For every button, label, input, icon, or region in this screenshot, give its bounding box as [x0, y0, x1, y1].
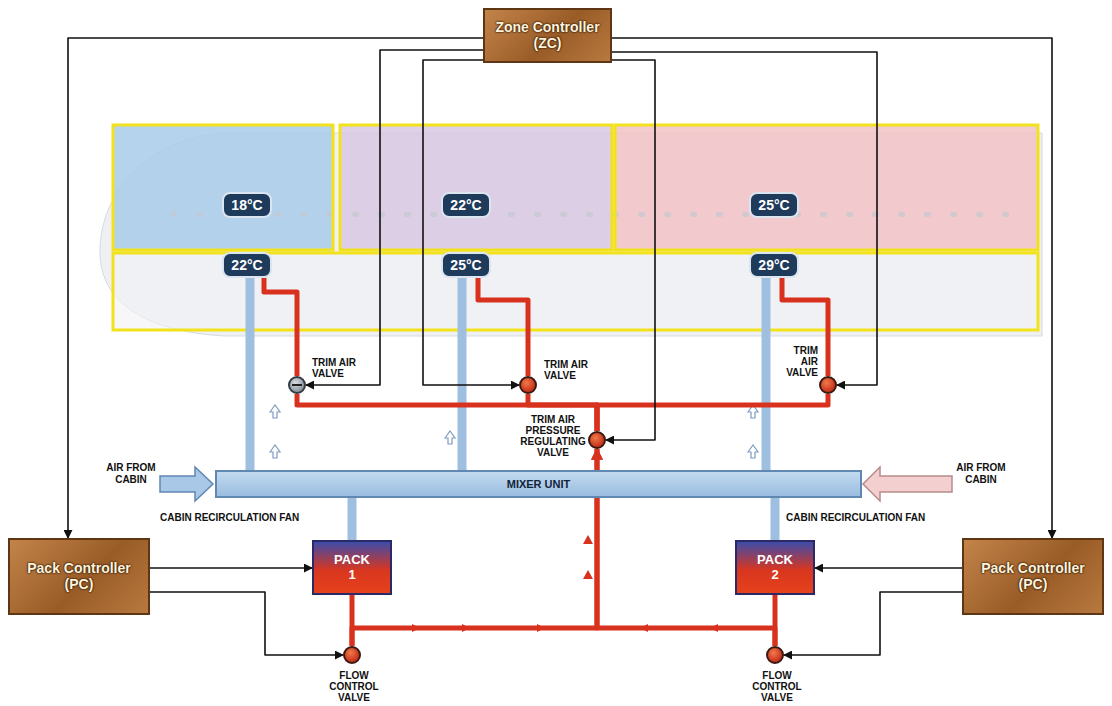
control-signal-line [612, 38, 1052, 538]
window [638, 212, 645, 217]
pack-controller: Pack Controller (PC) [8, 538, 150, 615]
window [352, 212, 359, 217]
conditioned-air-duct [771, 498, 780, 540]
window [690, 212, 697, 217]
conditioned-air-duct [348, 498, 357, 540]
window [846, 212, 853, 217]
window [742, 212, 749, 217]
duct-temperature: 25°C [441, 252, 491, 278]
node-label: 29°C [758, 257, 789, 273]
hot-air-arrow [412, 535, 718, 632]
control-signal-line [815, 567, 962, 569]
cabin-air-arrow [160, 467, 213, 501]
duct-temperature: 22°C [222, 252, 272, 278]
pack-controller: Pack Controller (PC) [962, 538, 1104, 615]
window [196, 212, 203, 217]
window [820, 212, 827, 217]
control-signal-line [612, 52, 877, 385]
valve-label: TRIM AIR PRESSURE REGULATING VALVE [520, 414, 586, 458]
flow-control-valve: FLOW CONTROL VALVE [343, 646, 361, 664]
conditioned-air-duct [458, 278, 467, 470]
window [560, 212, 567, 217]
node-label: Pack Controller (PC) [13, 561, 145, 592]
window [430, 212, 437, 217]
window [1002, 212, 1009, 217]
fan-label: CABIN RECIRCULATION FAN [160, 512, 340, 524]
node-label: 22°C [450, 197, 481, 213]
trim-air-valve: TRIM AIR VALVE [288, 376, 306, 394]
hot-air-duct [264, 278, 297, 376]
window [378, 212, 385, 217]
zone-temperature: 18°C [222, 192, 272, 218]
valve-label: FLOW CONTROL VALVE [327, 670, 381, 703]
zone-temperature: 25°C [749, 192, 799, 218]
window [300, 212, 307, 217]
node-label: 25°C [450, 257, 481, 273]
window [274, 212, 281, 217]
fan-label: CABIN RECIRCULATION FAN [786, 512, 966, 524]
zone-temperature: 22°C [441, 192, 491, 218]
control-signal-line [784, 592, 962, 655]
window [534, 212, 541, 217]
control-signal-line [606, 60, 655, 440]
pack: PACK 1 [312, 540, 392, 595]
node-label: 18°C [231, 197, 262, 213]
conditioned-air-duct [246, 278, 255, 470]
conditioned-air-duct [762, 278, 771, 470]
control-signal-line [423, 60, 519, 385]
hot-air-duct [478, 278, 528, 376]
valve-label: FLOW CONTROL VALVE [750, 670, 804, 703]
window [976, 212, 983, 217]
trim-air-valve: TRIM AIR VALVE [519, 376, 537, 394]
hot-air-duct [597, 394, 828, 431]
pressure-regulating-valve: TRIM AIR PRESSURE REGULATING VALVE [588, 431, 606, 449]
valve-label: TRIM AIR VALVE [312, 357, 364, 379]
zone-controller: Zone Controller (ZC) [483, 8, 612, 63]
control-signal-line [150, 567, 312, 569]
air-source-label: AIR FROM CABIN [956, 462, 1006, 486]
window [170, 212, 177, 217]
flow-control-valve: FLOW CONTROL VALVE [766, 646, 784, 664]
cabin-air-arrow [863, 467, 952, 501]
zone-fill [113, 125, 333, 250]
node-label: 22°C [231, 257, 262, 273]
node-label: PACK 2 [754, 553, 796, 582]
node-label: PACK 1 [331, 553, 373, 582]
flow-arrow [270, 405, 758, 458]
mixer-unit: MIXER UNIT [215, 470, 862, 498]
pack: PACK 2 [735, 540, 815, 595]
window [950, 212, 957, 217]
control-signal-line [68, 38, 483, 538]
window [508, 212, 515, 217]
trim-air-valve: TRIM AIR VALVE [819, 376, 837, 394]
window [586, 212, 593, 217]
control-signal-line [150, 592, 343, 655]
node-label: MIXER UNIT [507, 478, 571, 490]
window [924, 212, 931, 217]
window-row [170, 212, 1009, 217]
window [716, 212, 723, 217]
zone-fill [615, 125, 1038, 250]
air-source-label: AIR FROM CABIN [106, 462, 156, 486]
window [898, 212, 905, 217]
valve-label: TRIM AIR VALVE [778, 345, 818, 378]
node-label: 25°C [758, 197, 789, 213]
window [872, 212, 879, 217]
window [664, 212, 671, 217]
window [404, 212, 411, 217]
node-label: Zone Controller (ZC) [488, 20, 607, 51]
valve-label: TRIM AIR VALVE [544, 359, 596, 381]
node-label: Pack Controller (PC) [967, 561, 1099, 592]
duct-temperature: 29°C [749, 252, 799, 278]
